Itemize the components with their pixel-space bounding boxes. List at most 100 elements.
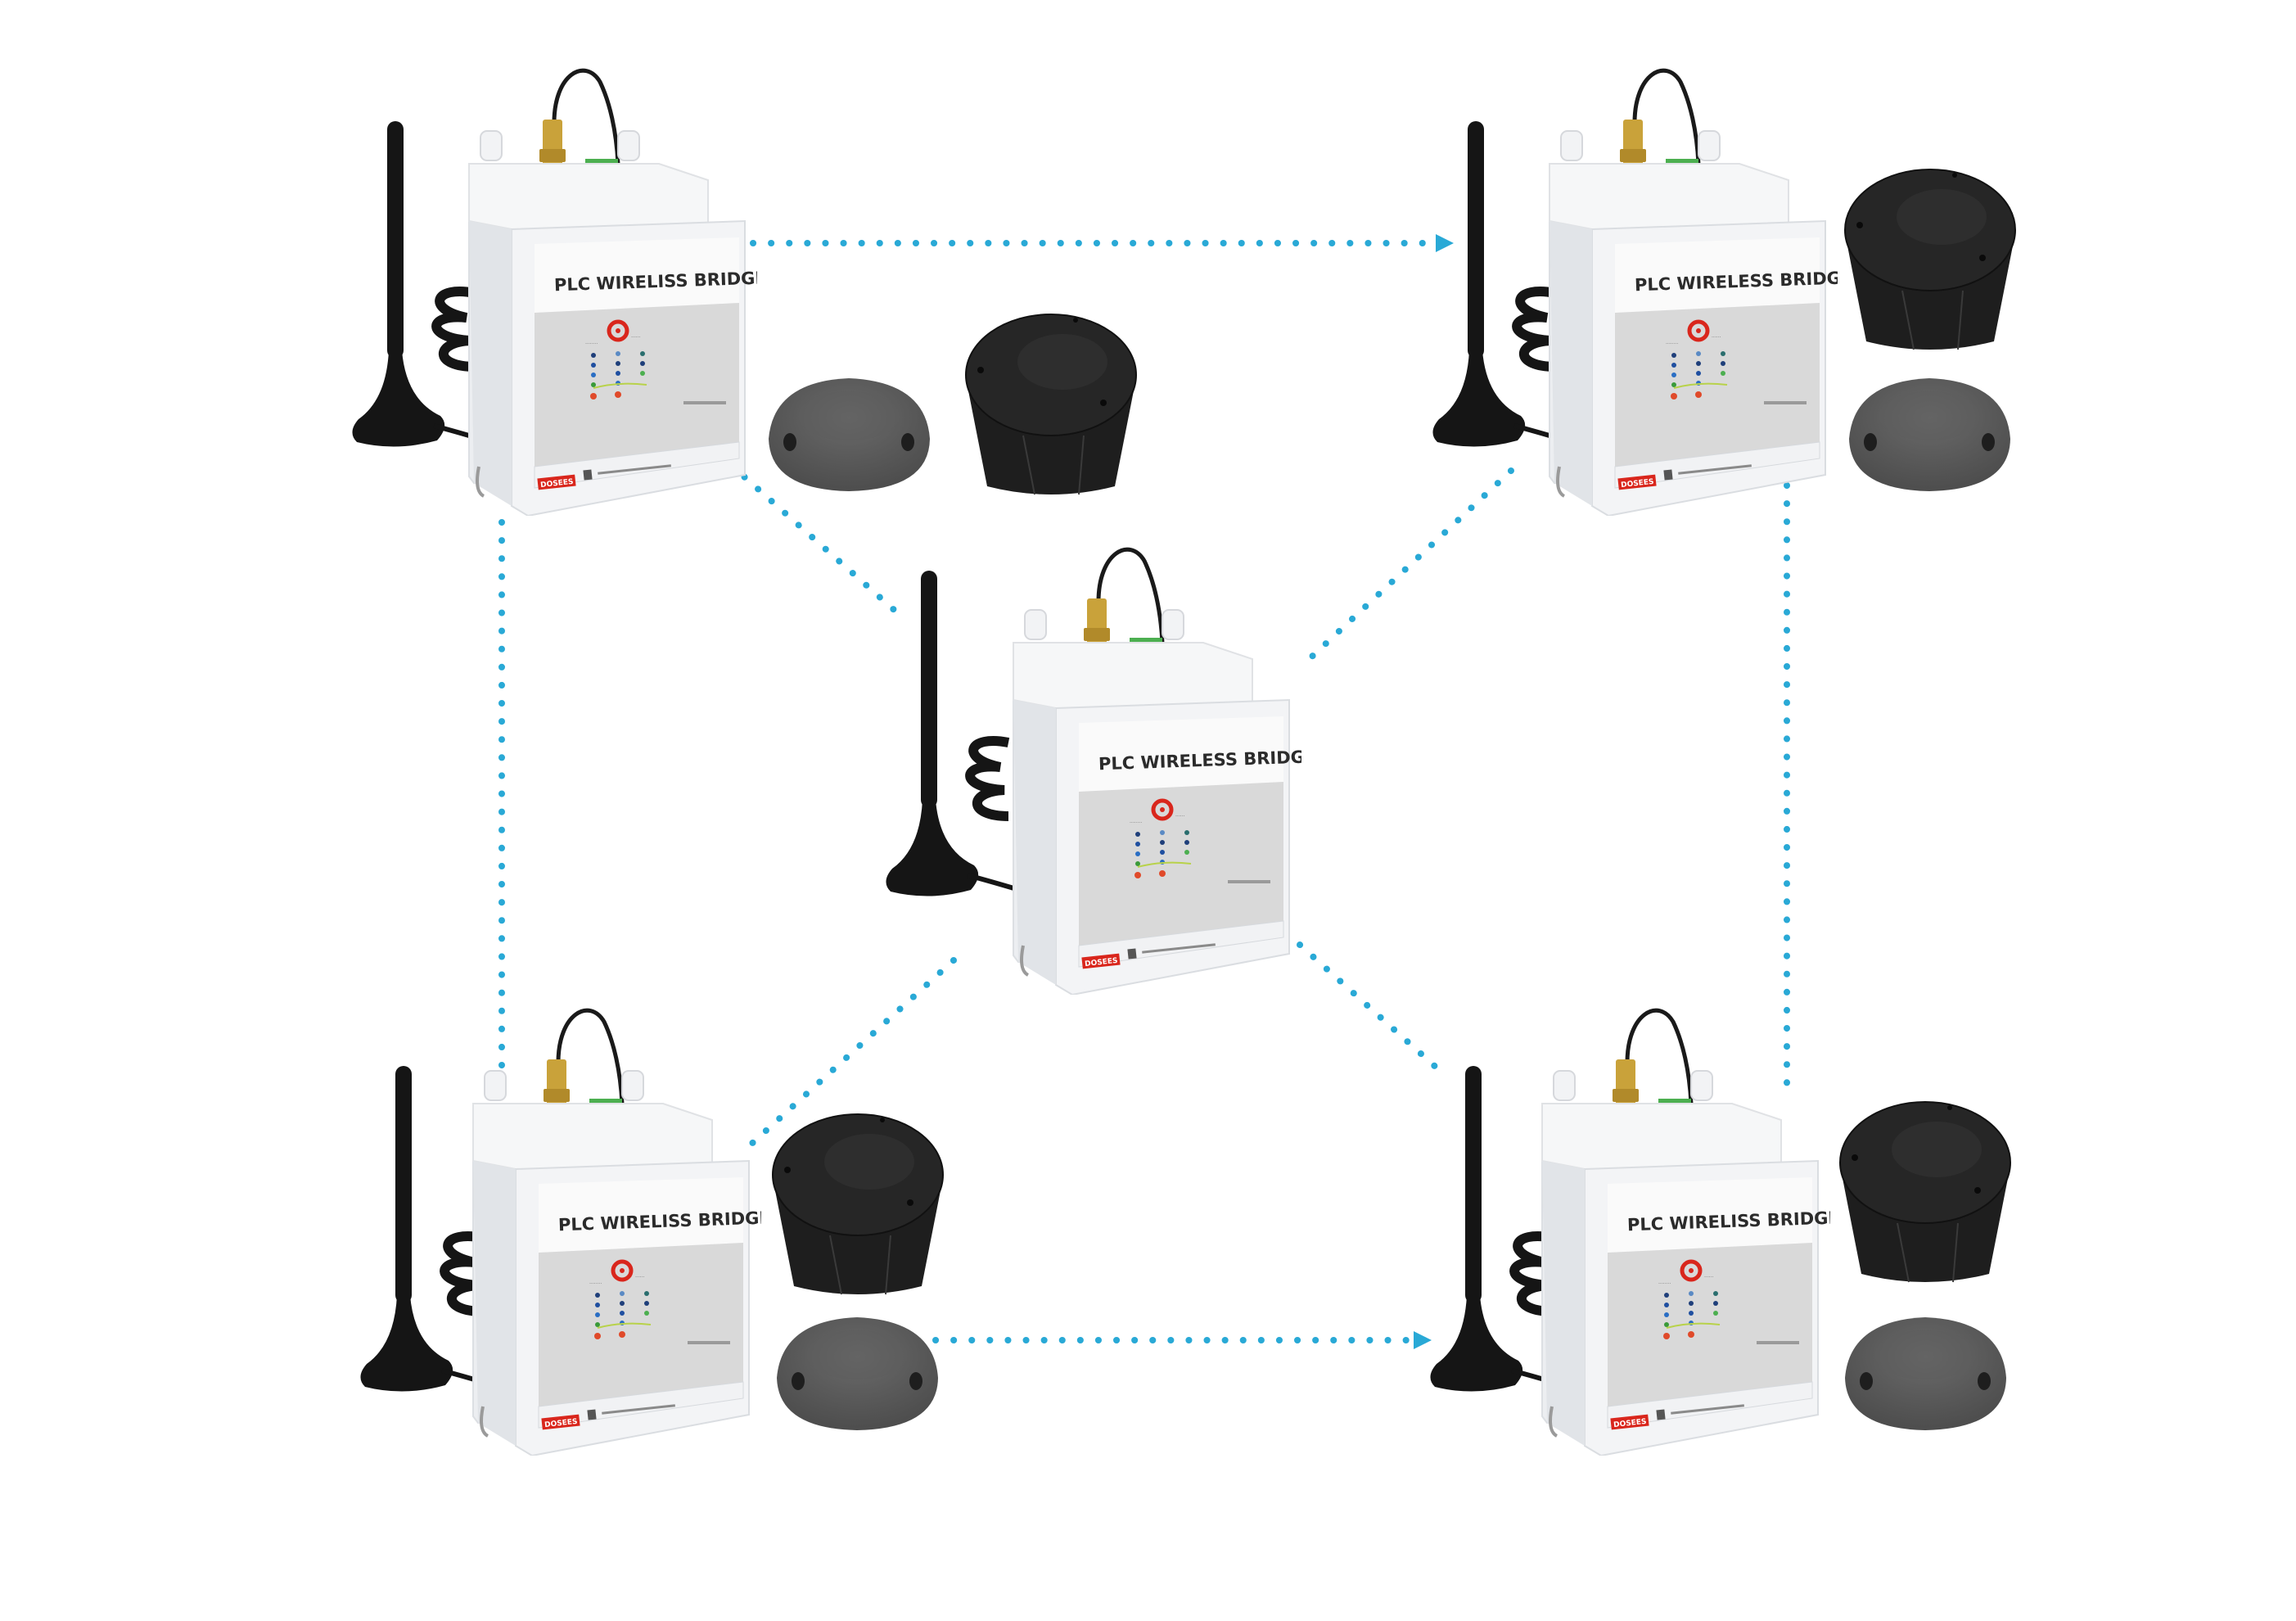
led	[1671, 382, 1676, 387]
power-indicator-ring	[1151, 798, 1174, 821]
terminal-block	[585, 159, 618, 165]
antenna-cable-coil	[1509, 1231, 1554, 1316]
serial-text	[1142, 943, 1216, 954]
plc-wireless-bridge-center[interactable]: PLC WIRELESS BRIDGE ········ ······	[1007, 536, 1301, 995]
brand-badge	[1081, 953, 1121, 969]
serial-text	[1678, 464, 1752, 475]
indicator-caption-left: ········	[1666, 341, 1678, 347]
led	[591, 373, 596, 377]
cylinder-rib	[1078, 435, 1085, 495]
puck-antenna-icon	[777, 1317, 938, 1430]
plc-wireless-bridge-top-left[interactable]: PLC WIRELISS BRIDGE ········ ······	[462, 57, 757, 516]
led	[1664, 1303, 1669, 1307]
mounting-ear-left	[480, 130, 503, 161]
plc-wireless-bridge-top-right[interactable]: PLC WIRELESS BRIDGE ········ ······	[1543, 57, 1838, 516]
brand-badge	[1617, 474, 1657, 490]
brand-badge	[1610, 1414, 1649, 1430]
power-indicator-ring	[1687, 319, 1710, 342]
puck-antenna-icon	[1849, 378, 2010, 491]
cylinder-screw	[1852, 1154, 1858, 1161]
puck-antenna-icon	[1845, 1317, 2006, 1430]
puck-hole	[783, 433, 796, 451]
puck-antenna-icon	[769, 378, 930, 491]
led-trace	[1666, 1322, 1721, 1329]
status-panel	[1608, 1243, 1812, 1407]
link-center-to-bottom-right	[1297, 941, 1450, 1080]
mounting-ear-right	[1690, 1070, 1713, 1101]
led	[590, 393, 597, 400]
led	[640, 371, 645, 376]
sma-nut	[1084, 628, 1110, 641]
status-panel	[1615, 303, 1820, 467]
antenna-cable-coil	[1512, 287, 1557, 372]
whip-antenna-icon	[1430, 1066, 1569, 1392]
cylinder-screw	[1100, 400, 1107, 406]
led	[616, 371, 620, 376]
status-indicators: ········ ······	[1666, 319, 1807, 404]
din-clip	[1020, 945, 1030, 977]
led	[1184, 850, 1189, 855]
plc-wireless-bridge-bottom-left[interactable]: PLC WIRELISS BRIDGE ········ ······	[467, 997, 761, 1456]
led	[1671, 363, 1676, 368]
led	[620, 1291, 625, 1296]
puck-hole	[901, 433, 914, 451]
led	[595, 1293, 600, 1298]
puck-dome	[1879, 391, 1980, 440]
puck-hole	[792, 1372, 805, 1390]
housing-side	[469, 221, 512, 506]
housing-side	[1549, 221, 1592, 506]
coax-cable	[1625, 1008, 1694, 1104]
led	[1135, 861, 1140, 866]
serial-text	[598, 464, 671, 475]
din-clip	[476, 466, 485, 498]
indicator-caption-right: ······	[631, 335, 641, 341]
brand-badge-text: DOSEES	[1613, 1418, 1647, 1429]
cylinder-screw	[1952, 173, 1957, 178]
terminal-block	[1666, 159, 1698, 165]
antenna-whip	[1468, 121, 1484, 359]
led	[1696, 371, 1701, 376]
antenna-cable-coil	[440, 1231, 485, 1316]
led	[1664, 1322, 1669, 1327]
cylinder-rib	[1952, 1222, 1959, 1283]
model-text	[1764, 401, 1807, 404]
antenna-cable-coil	[965, 736, 1010, 821]
led	[1664, 1312, 1669, 1317]
indicator-caption-left: ········	[589, 1281, 602, 1287]
led	[1184, 830, 1189, 835]
cylinder-screw	[1974, 1187, 1981, 1194]
led	[620, 1301, 625, 1306]
led	[616, 351, 620, 356]
housing-side	[473, 1161, 516, 1446]
sma-nut	[1613, 1089, 1639, 1102]
puck-hole	[1978, 1372, 1991, 1390]
led	[1696, 361, 1701, 366]
din-clip	[1549, 1406, 1558, 1438]
status-panel	[535, 303, 739, 467]
led	[640, 351, 645, 356]
antenna-base	[1432, 350, 1526, 447]
puck-hole	[1982, 433, 1995, 451]
arrowhead-icon	[1436, 234, 1454, 252]
led	[619, 1331, 625, 1338]
status-panel	[1079, 782, 1283, 946]
led	[1663, 1333, 1670, 1339]
mounting-ear-right	[617, 130, 640, 161]
power-indicator-ring	[611, 1259, 634, 1282]
led	[1688, 1331, 1694, 1338]
led	[1160, 840, 1165, 845]
plc-wireless-bridge-bottom-right[interactable]: PLC WIRELISS BRIDGE ········ ······	[1536, 997, 1830, 1456]
whip-antenna-icon	[886, 571, 1025, 896]
status-indicators: ········ ······	[585, 319, 726, 404]
status-indicators: ········ ······	[1130, 798, 1270, 883]
cylinder-screw	[1979, 255, 1986, 261]
indicator-caption-right: ······	[1175, 814, 1185, 820]
label-strip	[535, 237, 739, 313]
led	[1689, 1301, 1694, 1306]
led	[594, 1333, 601, 1339]
antenna-whip	[1465, 1066, 1482, 1303]
led	[1160, 830, 1165, 835]
led	[1160, 850, 1165, 855]
serial-text	[602, 1404, 675, 1415]
led	[1664, 1293, 1669, 1298]
